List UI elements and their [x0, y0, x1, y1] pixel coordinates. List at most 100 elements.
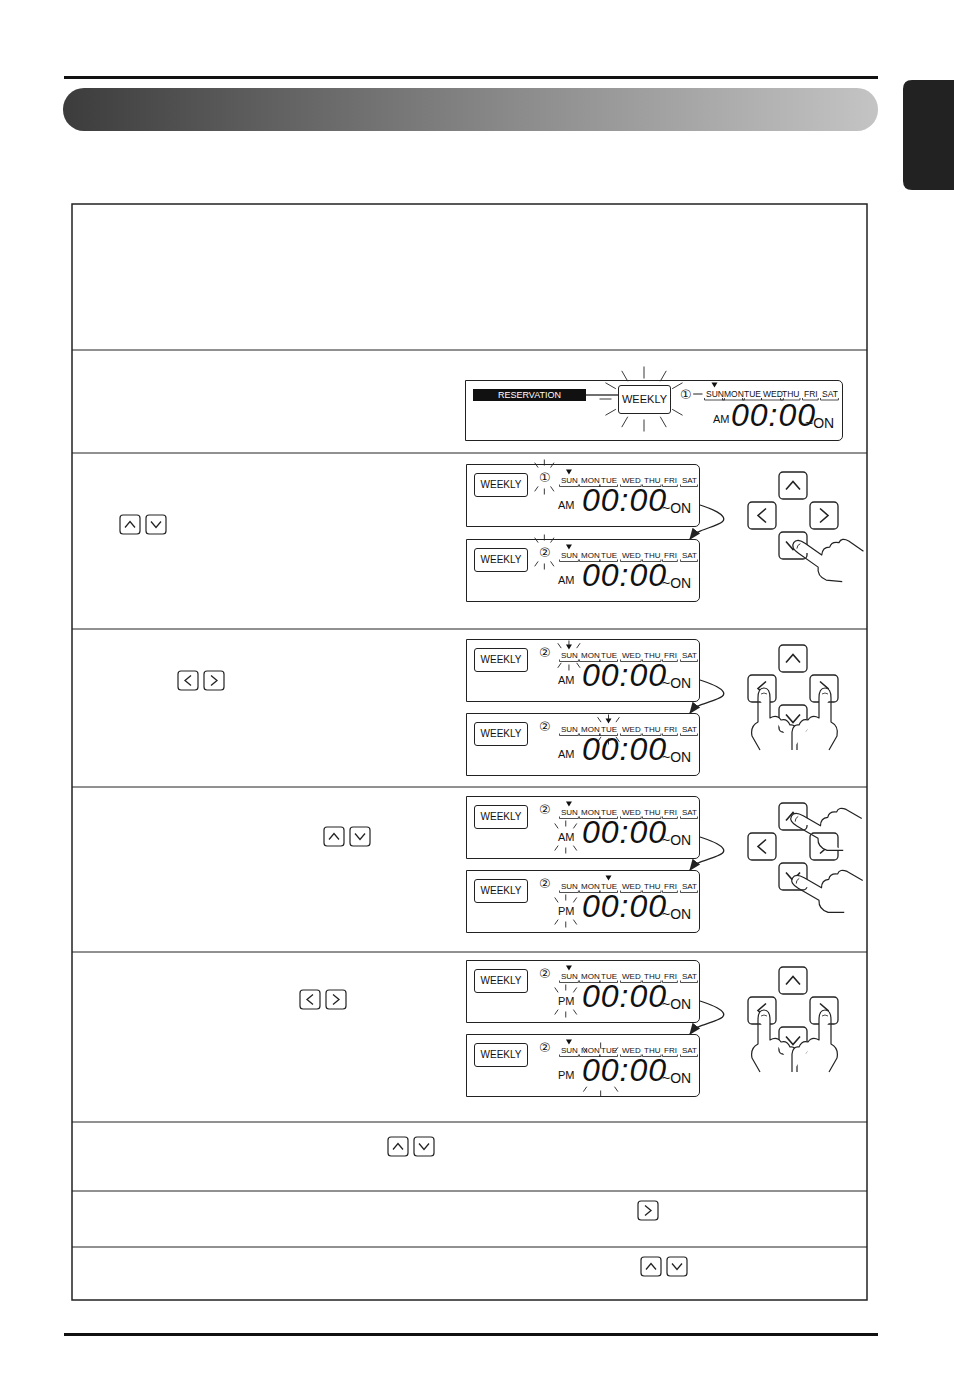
time-digits: 00:00 — [582, 659, 667, 691]
time-digits: 00:00 — [582, 816, 667, 848]
am-pm-indicator: AM — [713, 414, 730, 425]
day-label: SAT — [822, 390, 838, 399]
weekly-box: WEEKLY — [474, 969, 528, 993]
lcd-panel: WEEKLY②SUNMONTUEWEDTHUFRISATAM00:00~ON — [466, 713, 700, 776]
lcd-decor — [467, 961, 468, 962]
on-indicator: ~ON — [805, 416, 834, 430]
transition-arrow — [690, 837, 724, 870]
weekly-label: WEEKLY — [481, 1050, 522, 1060]
row-lines — [72, 350, 867, 1247]
bottom-rule — [64, 1333, 878, 1336]
time-digits: 00:00 — [582, 484, 667, 516]
am-pm-indicator: PM — [558, 906, 575, 917]
transition-arrow — [690, 505, 724, 539]
time-digits: 00:00 — [731, 399, 816, 431]
button-pads — [748, 472, 863, 1072]
weekly-box: WEEKLY — [618, 385, 671, 414]
button-icons — [120, 515, 687, 1276]
lcd-decor — [467, 714, 468, 715]
am-pm-indicator: PM — [558, 996, 575, 1007]
day-label: SUN — [561, 1047, 578, 1055]
day-label: SAT — [682, 726, 697, 734]
lcd-panel: WEEKLY②SUNMONTUEWEDTHUFRISATAM00:00~ON — [466, 639, 700, 702]
am-pm-indicator: AM — [558, 500, 575, 511]
day-label: SAT — [682, 973, 697, 981]
day-label: SUN — [561, 552, 578, 560]
day-label: SAT — [682, 652, 697, 660]
weekly-label: WEEKLY — [481, 812, 522, 822]
on-indicator: ~ON — [662, 501, 691, 515]
lcd-decor — [467, 1035, 468, 1036]
on-indicator: ~ON — [662, 833, 691, 847]
on-indicator: ~ON — [662, 676, 691, 690]
day-label: SAT — [682, 809, 697, 817]
transition-arrow — [690, 680, 724, 713]
lcd-decor — [467, 797, 468, 798]
table-frame — [72, 204, 867, 1300]
circle-number: ② — [539, 1041, 551, 1054]
weekly-box: WEEKLY — [474, 548, 528, 572]
time-digits: 00:00 — [582, 559, 667, 591]
weekly-label: WEEKLY — [481, 729, 522, 739]
am-pm-indicator: AM — [558, 675, 575, 686]
day-label: SAT — [682, 552, 697, 560]
reservation-label: RESERVATION — [498, 391, 561, 400]
day-label: TUE — [744, 390, 761, 399]
weekly-box: WEEKLY — [474, 473, 528, 497]
on-indicator: ~ON — [662, 907, 691, 921]
day-label: SUN — [561, 477, 578, 485]
weekly-label: WEEKLY — [481, 976, 522, 986]
reservation-bar: RESERVATION — [473, 389, 586, 401]
day-label: MON — [724, 390, 744, 399]
day-label: SUN — [561, 726, 578, 734]
circle-number: ② — [539, 877, 551, 890]
side-tab — [903, 80, 954, 190]
weekly-box: WEEKLY — [474, 1043, 528, 1067]
day-label: SUN — [706, 390, 724, 399]
weekly-label: WEEKLY — [481, 655, 522, 665]
circle-number: ② — [539, 546, 551, 559]
circle-number: ① — [539, 471, 551, 484]
time-digits: 00:00 — [582, 980, 667, 1012]
lcd-decor — [467, 871, 468, 872]
day-label: SUN — [561, 652, 578, 660]
am-pm-indicator: AM — [558, 832, 575, 843]
on-indicator: ~ON — [662, 750, 691, 764]
day-label: FRI — [804, 390, 818, 399]
time-digits: 00:00 — [582, 890, 667, 922]
circle-number: ② — [539, 967, 551, 980]
weekly-label: WEEKLY — [622, 394, 667, 405]
transition-arrow — [690, 1001, 724, 1034]
lcd-panel: RESERVATIONWEEKLY①SUNMONTUEWEDTHUFRISATA… — [465, 380, 843, 441]
on-indicator: ~ON — [662, 576, 691, 590]
circle-number: ② — [539, 720, 551, 733]
weekly-box: WEEKLY — [474, 722, 528, 746]
lcd-decor — [466, 381, 467, 382]
circle-number: ② — [539, 803, 551, 816]
header-bar — [63, 88, 878, 131]
circle-number: ① — [680, 388, 692, 401]
weekly-box: WEEKLY — [474, 805, 528, 829]
day-label: SAT — [682, 477, 697, 485]
lcd-panel: WEEKLY②SUNMONTUEWEDTHUFRISATAM00:00~ON — [466, 539, 700, 602]
am-pm-indicator: PM — [558, 1070, 575, 1081]
weekly-label: WEEKLY — [481, 886, 522, 896]
am-pm-indicator: AM — [558, 575, 575, 586]
day-label: SUN — [561, 809, 578, 817]
weekly-label: WEEKLY — [481, 555, 522, 565]
weekly-box: WEEKLY — [474, 879, 528, 903]
weekly-box: WEEKLY — [474, 648, 528, 672]
lcd-decor — [467, 465, 468, 466]
day-label: SUN — [561, 883, 578, 891]
weekly-label: WEEKLY — [481, 480, 522, 490]
day-label: SAT — [682, 1047, 697, 1055]
lcd-panel: WEEKLY②SUNMONTUEWEDTHUFRISATPM00:00~ON — [466, 960, 700, 1023]
leader-line — [586, 394, 618, 395]
day-label: WED — [763, 390, 783, 399]
on-indicator: ~ON — [662, 1071, 691, 1085]
on-indicator: ~ON — [662, 997, 691, 1011]
top-rule — [64, 76, 878, 79]
